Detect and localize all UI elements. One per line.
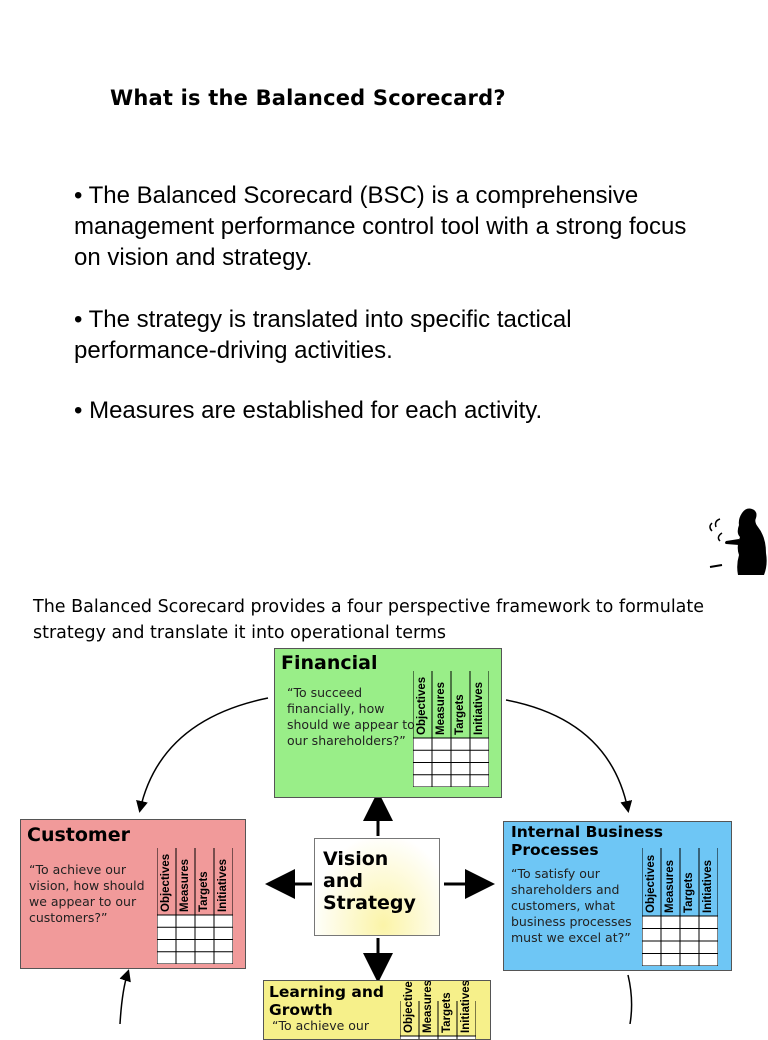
learning-growth-grid: Objectives Measures Targets Initiatives (400, 981, 476, 1039)
grid-header-initiatives: Initiatives (217, 858, 229, 912)
internal-processes-quote: “To satisfy our shareholders and custome… (511, 866, 632, 945)
learning-growth-quote: “To achieve our (272, 1018, 369, 1033)
customer-grid: Objectives Measures Targets Initiatives (157, 848, 233, 964)
grid-header-measures: Measures (422, 980, 434, 1033)
grid-header-targets: Targets (454, 694, 466, 735)
customer-title: Customer (27, 824, 130, 846)
grid-lines (642, 848, 718, 966)
internal-processes-grid: Objectives Measures Targets Initiatives (642, 848, 718, 966)
grid-header-measures: Measures (435, 681, 447, 735)
internal-processes-title: Internal Business Processes (511, 823, 663, 859)
grid-header-measures: Measures (664, 859, 676, 913)
grid-header-initiatives: Initiatives (473, 681, 485, 735)
grid-header-initiatives: Initiatives (460, 980, 472, 1033)
financial-panel: Financial “To succeed financially, how s… (274, 648, 502, 798)
grid-header-targets: Targets (441, 992, 453, 1033)
grid-header-objectives: Objectives (645, 854, 657, 913)
customer-panel: Customer “To achieve our vision, how sho… (20, 819, 246, 969)
grid-header-objectives: Objectives (160, 853, 172, 912)
diagram-caption: The Balanced Scorecard provides a four p… (33, 597, 705, 643)
customer-quote: “To achieve our vision, how should we ap… (29, 862, 145, 925)
bullet-2: • The strategy is translated into specif… (74, 306, 572, 364)
grid-header-targets: Targets (683, 872, 695, 913)
grid-header-measures: Measures (179, 858, 191, 912)
vision-strategy-panel: Vision and Strategy (314, 838, 440, 936)
financial-grid: Objectives Measures Targets Initiatives (413, 671, 489, 787)
grid-lines (157, 848, 233, 964)
grid-header-objectives: Objectives (416, 676, 428, 735)
grid-header-objectives: Objectives (403, 980, 415, 1033)
grid-lines (413, 671, 489, 787)
learning-growth-title: Learning and Growth (269, 983, 384, 1019)
bullet-3: • Measures are established for each acti… (74, 397, 543, 424)
bullet-1: • The Balanced Scorecard (BSC) is a comp… (74, 182, 687, 271)
grid-header-targets: Targets (198, 871, 210, 912)
internal-processes-panel: Internal Business Processes “To satisfy … (503, 821, 732, 971)
learning-growth-panel: Learning and Growth “To achieve our Obje… (263, 980, 491, 1040)
financial-quote: “To succeed financially, how should we a… (287, 685, 415, 748)
page-title: What is the Balanced Scorecard? (110, 86, 506, 110)
grid-header-initiatives: Initiatives (702, 859, 714, 913)
financial-title: Financial (281, 652, 378, 674)
figure-clipart-icon (709, 508, 767, 575)
vision-strategy-label: Vision and Strategy (323, 848, 416, 914)
